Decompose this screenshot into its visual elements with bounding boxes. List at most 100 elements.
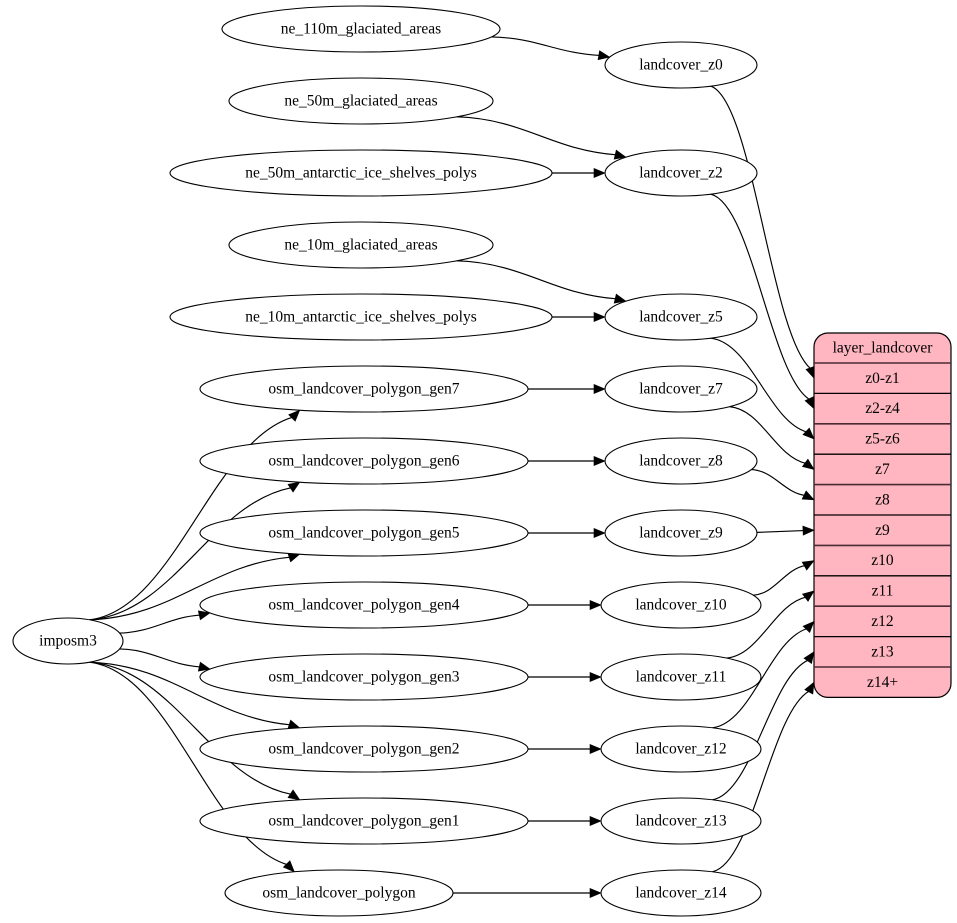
node-landcover_z7[interactable]: landcover_z7: [604, 365, 758, 413]
node-osm_landcover_polygon_gen2[interactable]: osm_landcover_polygon_gen2: [199, 725, 529, 773]
edge-arrowhead: [593, 455, 606, 467]
edge-arrowhead: [613, 293, 627, 304]
edge-landcover_z9-to-row-z9: [756, 530, 805, 533]
node-osm_landcover_polygon_gen3-shape: [199, 653, 529, 701]
edge-arrowhead: [593, 311, 606, 323]
edge-ne_10m_glaciated_areas-to-landcover_z5: [456, 260, 617, 300]
edge-arrowhead: [801, 458, 815, 470]
node-imposm3[interactable]: imposm3: [12, 617, 124, 665]
edge-landcover_z8-to-row-z8: [751, 468, 806, 497]
edge-imposm3-to-osm_landcover_polygon_gen6: [89, 487, 292, 621]
edge-imposm3-to-osm_landcover_polygon_gen1: [89, 661, 292, 795]
node-osm_landcover_polygon[interactable]: osm_landcover_polygon: [224, 869, 454, 917]
edge-arrowhead: [287, 481, 301, 493]
edge-arrowhead: [589, 815, 602, 827]
node-landcover_z11-shape: [600, 653, 762, 701]
node-landcover_z0-shape: [604, 41, 758, 89]
node-osm_landcover_polygon_gen4-shape: [199, 581, 529, 629]
edge-arrowhead: [801, 590, 815, 602]
edge-imposm3-to-osm_landcover_polygon: [89, 661, 288, 866]
edge-arrowhead: [589, 599, 602, 611]
node-ne_10m_glaciated_areas-shape: [228, 221, 494, 269]
node-osm_landcover_polygon-shape: [224, 869, 454, 917]
edge-landcover_z11-to-row-z11: [726, 596, 807, 659]
node-landcover_z14[interactable]: landcover_z14: [600, 869, 762, 917]
edge-landcover_z0-to-row-z0-z1: [710, 85, 812, 370]
edge-arrowhead: [287, 789, 301, 801]
edge-arrowhead: [803, 651, 815, 664]
edge-arrowhead: [288, 409, 301, 422]
edge-arrowhead: [593, 167, 606, 179]
node-landcover_z7-shape: [604, 365, 758, 413]
edge-imposm3-to-osm_landcover_polygon_gen5: [89, 556, 291, 621]
edge-arrowhead: [613, 149, 627, 160]
node-osm_landcover_polygon_gen5[interactable]: osm_landcover_polygon_gen5: [199, 509, 529, 557]
node-ne_50m_glaciated_areas-shape: [228, 77, 494, 125]
edge-arrowhead: [589, 743, 602, 755]
edge-arrowhead: [593, 527, 606, 539]
edge-arrowhead: [197, 610, 211, 621]
node-osm_landcover_polygon_gen1-shape: [199, 797, 529, 845]
node-osm_landcover_polygon_gen4[interactable]: osm_landcover_polygon_gen4: [199, 581, 529, 629]
node-ne_10m_glaciated_areas[interactable]: ne_10m_glaciated_areas: [228, 221, 494, 269]
node-ne_110m_glaciated_areas-shape: [221, 5, 501, 53]
edge-landcover_z5-to-row-z5-z6: [710, 337, 808, 433]
edge-arrowhead: [802, 525, 815, 536]
edge-landcover_z7-to-row-z7: [729, 406, 807, 464]
node-landcover_z2[interactable]: landcover_z2: [604, 149, 758, 197]
node-landcover_z2-shape: [604, 149, 758, 197]
node-landcover_z5-shape: [604, 293, 758, 341]
edges-layer: [89, 36, 815, 899]
edge-arrowhead: [804, 681, 815, 695]
edge-arrowhead: [282, 860, 295, 873]
node-ne_10m_antarctic_ice_shelves_polys[interactable]: ne_10m_antarctic_ice_shelves_polys: [169, 293, 553, 341]
node-osm_landcover_polygon_gen7-shape: [199, 365, 529, 413]
edge-arrowhead: [589, 671, 602, 683]
node-osm_landcover_polygon_gen6[interactable]: osm_landcover_polygon_gen6: [199, 437, 529, 485]
node-landcover_z13[interactable]: landcover_z13: [600, 797, 762, 845]
edge-imposm3-to-osm_landcover_polygon_gen3: [119, 648, 201, 668]
node-landcover_z10-shape: [600, 581, 762, 629]
edge-landcover_z14-to-row-z14plus: [712, 690, 810, 873]
node-landcover_z12[interactable]: landcover_z12: [600, 725, 762, 773]
node-landcover_z9-shape: [604, 509, 758, 557]
node-landcover_z12-shape: [600, 725, 762, 773]
node-landcover_z8[interactable]: landcover_z8: [604, 437, 758, 485]
edge-arrowhead: [801, 490, 815, 501]
node-imposm3-shape: [12, 617, 124, 665]
node-osm_landcover_polygon_gen2-shape: [199, 725, 529, 773]
node-landcover_z9[interactable]: landcover_z9: [604, 509, 758, 557]
node-ne_50m_antarctic_ice_shelves_polys-shape: [169, 149, 553, 197]
edge-landcover_z10-to-row-z10: [753, 564, 806, 596]
node-ne_10m_antarctic_ice_shelves_polys-shape: [169, 293, 553, 341]
nodes-layer: imposm3 ne_110m_glaciated_areas ne_50m_gla…: [12, 5, 762, 917]
edge-ne_50m_glaciated_areas-to-landcover_z2: [456, 116, 617, 156]
node-ne_110m_glaciated_areas[interactable]: ne_110m_glaciated_areas: [221, 5, 501, 53]
node-landcover_z0[interactable]: landcover_z0: [604, 41, 758, 89]
edge-landcover_z13-to-row-z13: [712, 659, 809, 801]
node-osm_landcover_polygon_gen7[interactable]: osm_landcover_polygon_gen7: [199, 365, 529, 413]
node-osm_landcover_polygon_gen3[interactable]: osm_landcover_polygon_gen3: [199, 653, 529, 701]
edge-landcover_z2-to-row-z2-z4: [710, 193, 810, 401]
edge-imposm3-to-osm_landcover_polygon_gen4: [119, 614, 201, 634]
edge-arrowhead: [597, 50, 611, 61]
node-landcover_z10[interactable]: landcover_z10: [600, 581, 762, 629]
edge-arrowhead: [804, 396, 815, 410]
edge-arrowhead: [197, 661, 211, 672]
node-ne_50m_glaciated_areas[interactable]: ne_50m_glaciated_areas: [228, 77, 494, 125]
edge-arrowhead: [593, 383, 606, 395]
node-landcover_z5[interactable]: landcover_z5: [604, 293, 758, 341]
edge-arrowhead: [805, 365, 815, 379]
node-ne_50m_antarctic_ice_shelves_polys[interactable]: ne_50m_antarctic_ice_shelves_polys: [169, 149, 553, 197]
node-landcover_z11[interactable]: landcover_z11: [600, 653, 762, 701]
edge-arrowhead: [802, 620, 815, 634]
node-osm_landcover_polygon_gen1[interactable]: osm_landcover_polygon_gen1: [199, 797, 529, 845]
edge-arrowhead: [589, 887, 602, 899]
edge-imposm3-to-osm_landcover_polygon_gen2: [89, 661, 291, 726]
node-landcover_z14-shape: [600, 869, 762, 917]
edge-ne_110m_glaciated_areas-to-landcover_z0: [491, 36, 600, 56]
layer-landcover-table[interactable]: layer_landcoverz0-z1z2-z4z5-z6z7z8z9z10z…: [813, 332, 952, 698]
edge-arrowhead: [801, 560, 815, 571]
